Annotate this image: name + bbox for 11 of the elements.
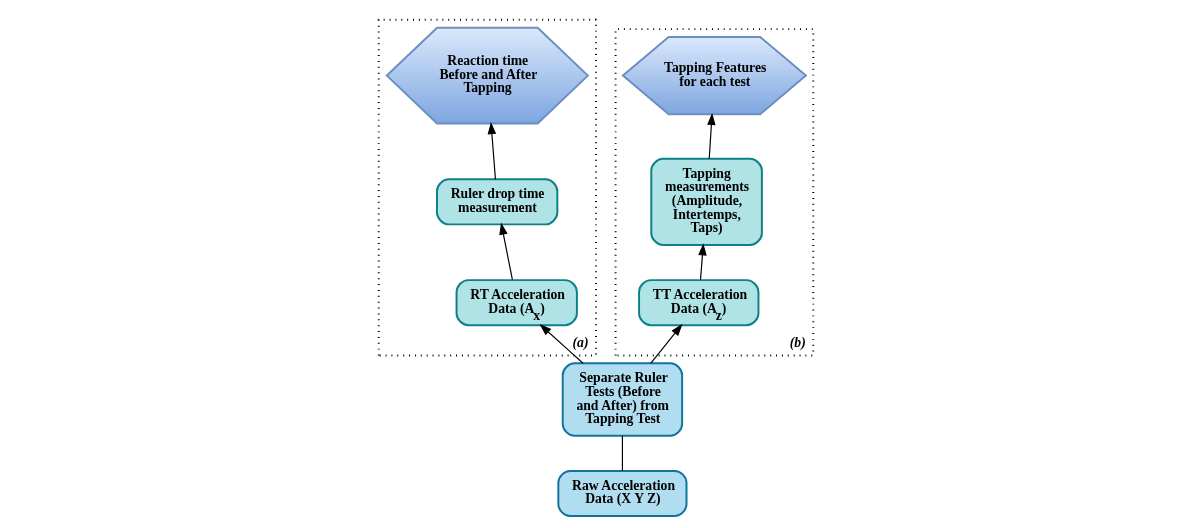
arrow [499, 222, 513, 281]
node-box: Ruler drop time measurement [436, 178, 559, 226]
node-box: Raw Acceleration Data (X Y Z) [557, 470, 688, 517]
arrow [539, 324, 584, 364]
arrow [650, 323, 683, 364]
arrow [707, 112, 716, 160]
arrow [487, 121, 497, 180]
node-box: Separate Ruler Tests (Before and After) from Tapping Test [561, 362, 684, 437]
connector [621, 435, 623, 472]
node-box: Tapping measurements (Amplitude, Intertemps, Taps) [650, 157, 763, 246]
arrow [698, 243, 707, 281]
